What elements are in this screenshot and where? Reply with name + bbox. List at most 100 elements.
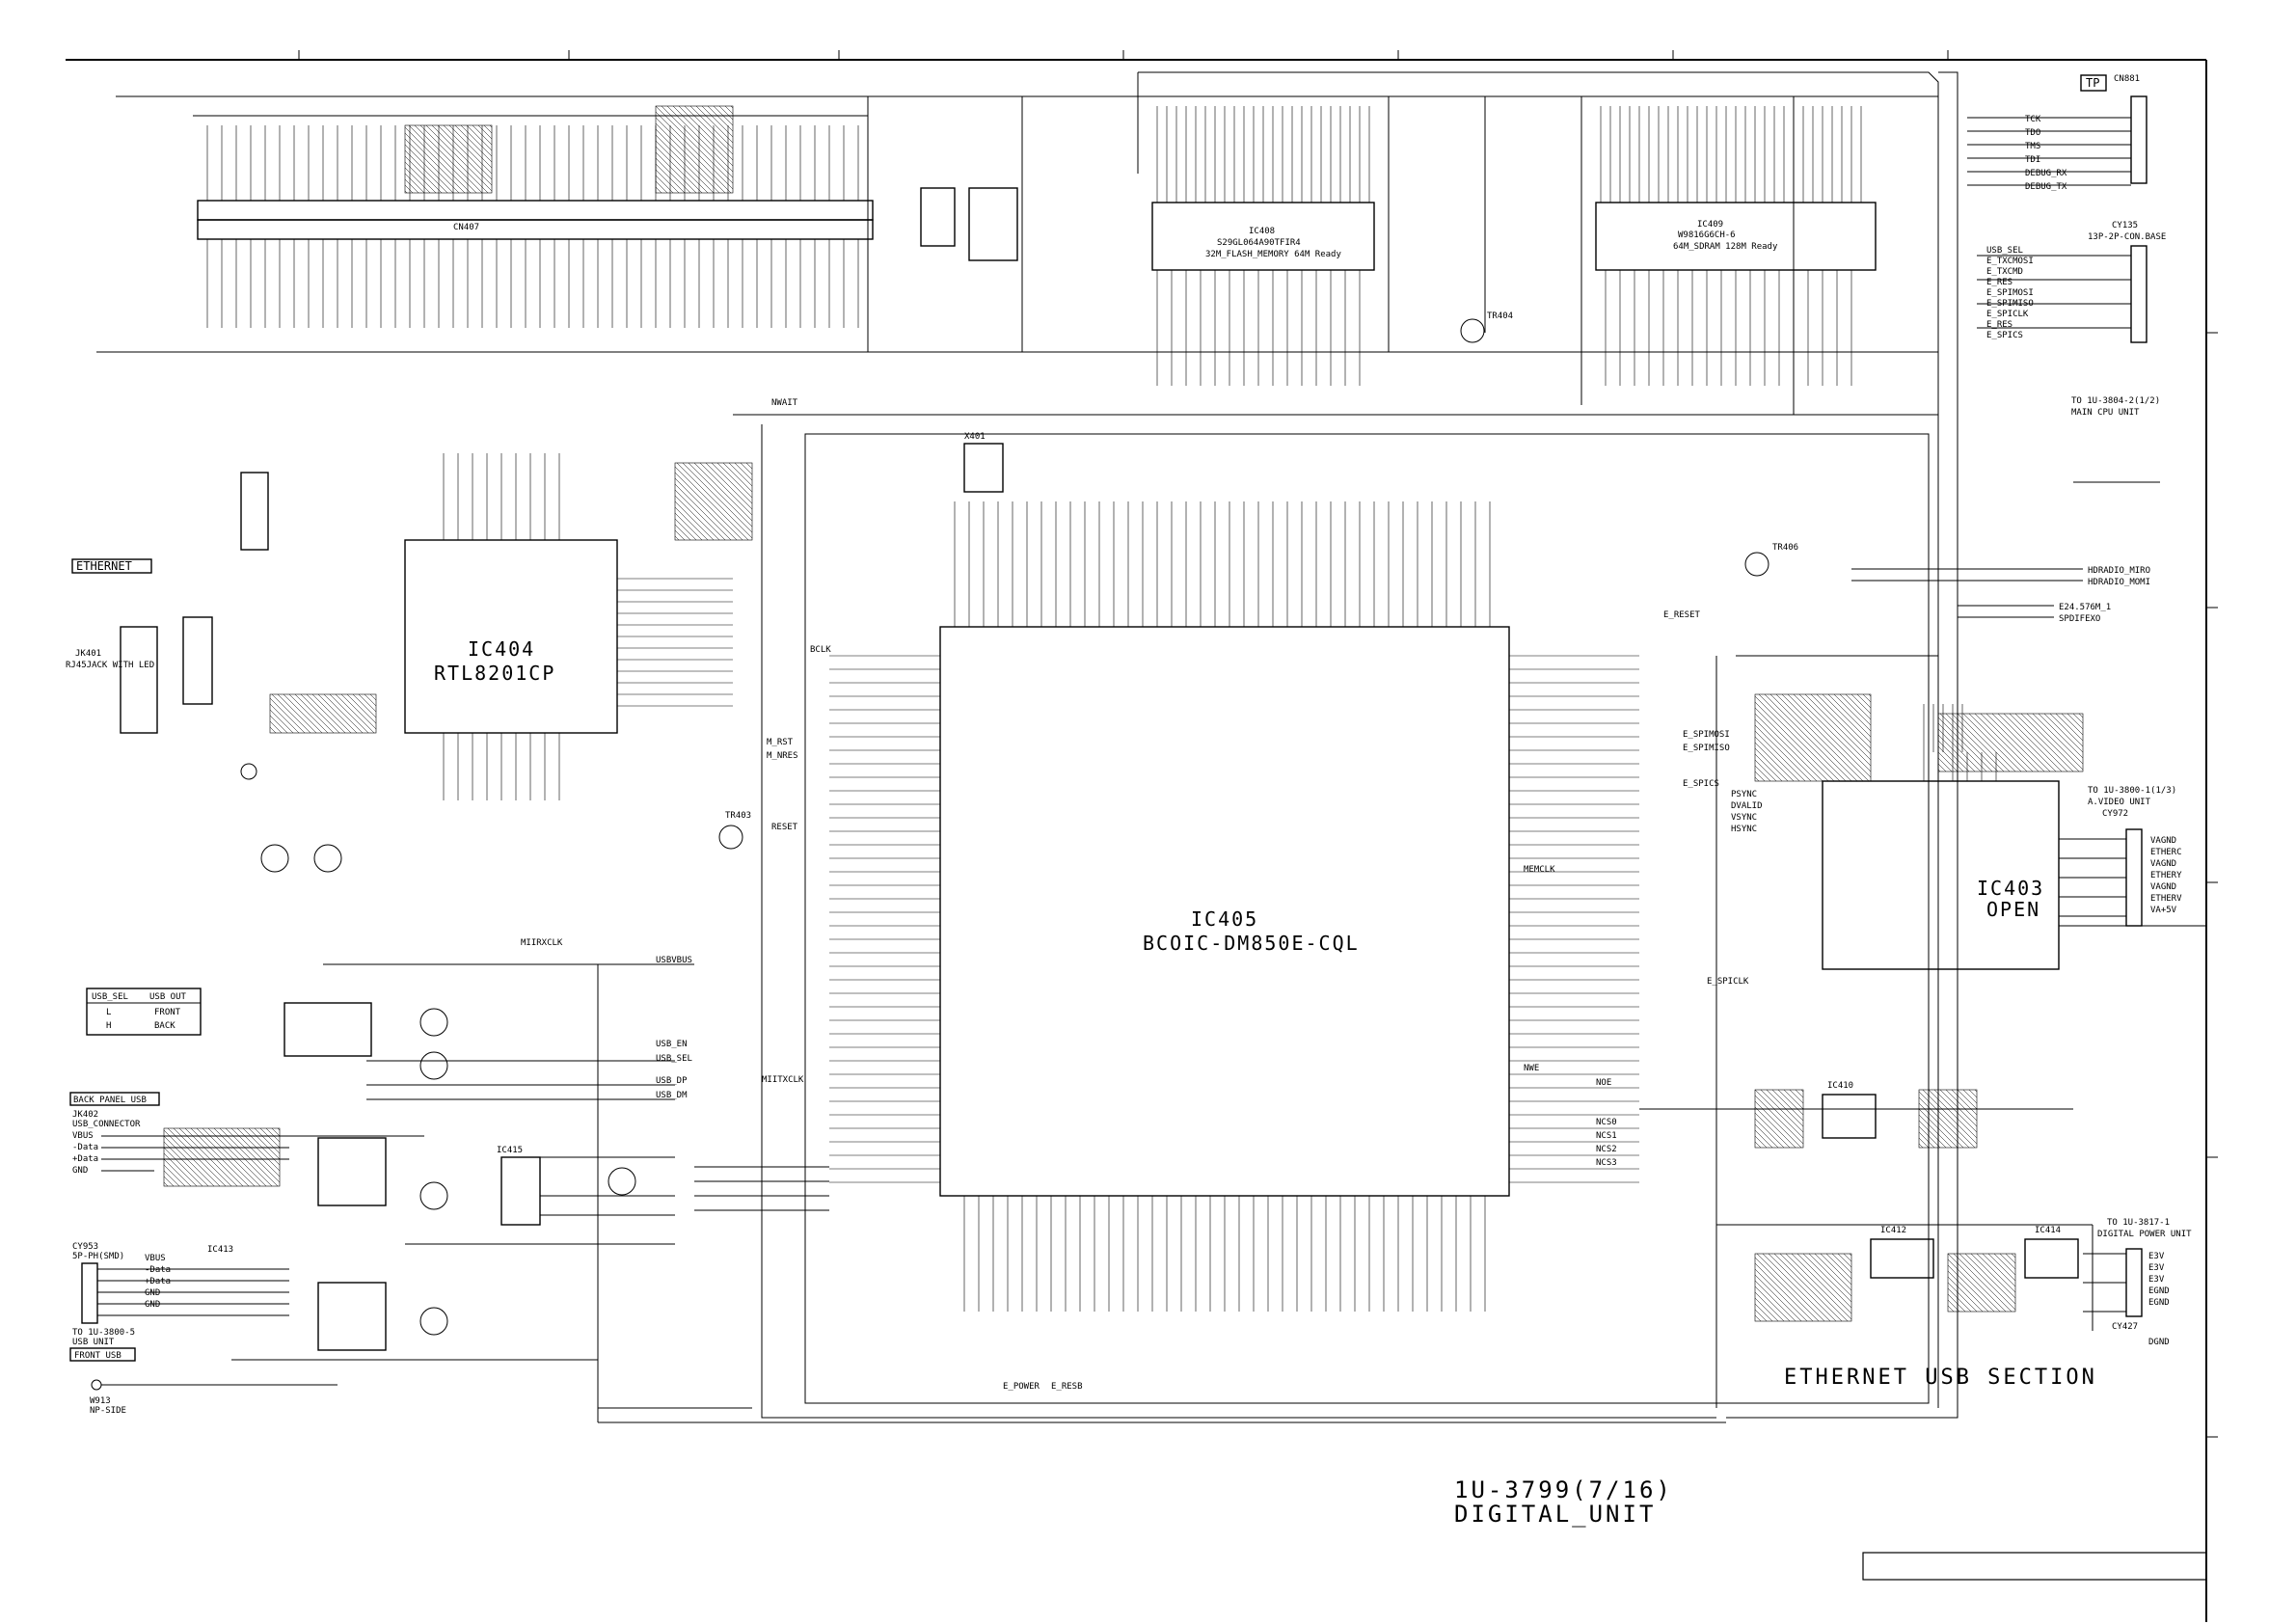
net-label-20: NCS1 [1596,1131,1617,1141]
tr406-transistor: TR406 [1744,543,1798,577]
usb-table-r1c0: H [106,1021,111,1031]
unit-name: DIGITAL_UNIT [1454,1501,1656,1528]
usb-front-pin-3: GND [145,1288,160,1298]
ic408-flash: IC408 S29GL064A90TFIR4 32M_FLASH_MEMORY … [1151,106,1375,386]
ic404-phy: IC404 RTL8201CP [404,453,753,800]
power-pin-5: DGND [2148,1338,2170,1347]
usb-front-pin-0: VBUS [145,1254,166,1263]
net-label-10: MIITXCLK [762,1075,804,1085]
net-label-22: NCS3 [1596,1158,1617,1168]
net-label-23: PSYNC [1731,790,1757,799]
main-cpu-pin-1: E_TXCMOSI [1986,257,2034,266]
tr403-transistor: TR403 [718,811,751,850]
ic408-ref: IC408 [1249,227,1275,236]
ic405-soc: IC405 BCOIC-DM850E-CQL [829,501,1639,1312]
sheet-border [66,50,2218,1622]
tp-label: TP [2086,76,2099,90]
ic408-note: 32M_FLASH_MEMORY 64M Ready [1205,250,1341,259]
title-block-box [1862,1552,2207,1581]
cy135-unit: MAIN CPU UNIT [2071,408,2140,418]
video-pin-1: ETHERC [2150,848,2182,857]
main-bus-traces [96,71,1958,1423]
ic409-note: 64M_SDRAM 128M Ready [1673,242,1778,252]
tr404-transistor: TR404 [1460,311,1513,343]
net-label-7: M_RST [767,738,794,747]
front-usb-label: FRONT USB [74,1351,122,1361]
spdif-pin-1: SPDIFEXO [2059,614,2100,624]
power-pin-1: E3V [2148,1263,2165,1273]
cy953-to: TO 1U-3800-5 [72,1328,135,1338]
main-cpu-pin-8: E_SPICS [1986,331,2023,340]
cy972-ref: CY972 [2102,809,2128,819]
ethernet-label: ETHERNET [76,559,132,573]
net-label-1: USB_EN [656,1040,688,1049]
power-pin-2: E3V [2148,1275,2165,1285]
net-label-18: NWE [1524,1064,1539,1073]
video-pin-0: VAGND [2150,836,2176,846]
tr403-ref: TR403 [725,811,751,821]
main-cpu-pin-3: E_RES [1986,278,2012,287]
usb-table-header-0: USB_SEL [92,992,128,1002]
cy972-connector: TO 1U-3800-1(1/3) A.VIDEO UNIT CY972 VAG… [2059,786,2182,927]
back-usb-label: BACK PANEL USB [73,1096,147,1105]
tp-pin-1: TDO [2025,128,2040,138]
main-cpu-pin-0: USB_SEL [1986,246,2023,256]
net-label-13: E_SPIMISO [1683,744,1730,753]
jk402-ref: JK402 [72,1110,98,1120]
video-pin-4: VAGND [2150,882,2176,892]
jk401-ref: JK401 [75,649,101,659]
cy135-ref: CY135 [2112,221,2138,230]
ic412-ic414: IC412 IC414 [1754,1226,2079,1322]
net-label-2: USBVBUS [656,956,692,965]
net-labels: USB_SEL USB_EN USBVBUS USB_DP USB_DM NWA… [521,398,1763,1392]
cy427-unit: DIGITAL POWER UNIT [2097,1230,2192,1239]
ic412-ref: IC412 [1880,1226,1906,1235]
main-cpu-pin-4: E_SPIMOSI [1986,288,2034,298]
usb-back-pin-1: -Data [72,1143,98,1152]
ic405-ref: IC405 [1191,907,1258,931]
tr404-ref: TR404 [1487,311,1513,321]
ic414-ref: IC414 [2035,1226,2061,1235]
net-label-29: E_RESB [1051,1382,1083,1392]
net-label-8: M_NRES [767,751,798,761]
cn407-label: CN407 [453,223,479,232]
ic409-sdram: IC409 W9816G6CH-6 64M_SDRAM 128M Ready [1595,106,1877,386]
cy135-connector: CY135 13P-2P-CON.BASE TO 1U-3804-2(1/2) … [1977,221,2166,418]
ic403-part: OPEN [1986,898,2040,921]
cy427-ref: CY427 [2112,1322,2138,1332]
net-label-16: MEMCLK [1524,865,1555,875]
usb-back-pin-2: +Data [72,1154,98,1164]
net-label-9: RESET [771,823,798,832]
cy427-to: TO 1U-3817-1 [2107,1218,2170,1228]
net-label-19: NCS0 [1596,1118,1617,1127]
hdradio-pin-0: HDRADIO_MIRO [2088,566,2150,576]
tr406-ref: TR406 [1772,543,1798,553]
usb-mux: IC415 [284,1002,541,1226]
tp-pin-2: TMS [2025,142,2040,151]
net-label-11: MIIRXCLK [521,938,563,948]
cy972-to: TO 1U-3800-1(1/3) [2088,786,2176,796]
top-bus-lines [116,72,1938,415]
ic408-part: S29GL064A90TFIR4 [1217,238,1301,248]
ic403-ref: IC403 [1977,877,2044,900]
usb-table-r0c0: L [106,1008,111,1017]
usb-table-r1c1: BACK [154,1021,176,1031]
net-label-6: BCLK [810,645,831,655]
jk401-desc: RJ45JACK WITH LED [66,661,154,670]
ic410-ref: IC410 [1827,1081,1853,1091]
ic405-part: BCOIC-DM850E-CQL [1143,932,1360,955]
tp-pin-5: DEBUG_TX [2025,182,2067,192]
main-cpu-pin-2: E_TXCMD [1986,267,2023,277]
power-pin-4: EGND [2148,1298,2170,1308]
net-label-21: NCS2 [1596,1145,1617,1154]
cy427-connector: TO 1U-3817-1 DIGITAL POWER UNIT E3V E3V … [2083,1218,2192,1347]
tp-section: TP CN881 TCK TDO TMS TDI DEBUG_RX DEBUG_… [1967,74,2147,192]
cy953-unit: USB UNIT [72,1338,115,1347]
drawing-number: 1U-3799(7/16) [1454,1476,1673,1503]
net-label-5: NWAIT [771,398,798,408]
back-panel-usb: BACK PANEL USB JK402 USB_CONNECTOR VBUS … [69,1092,636,1255]
x401-ref: X401 [964,432,986,442]
section-title: ETHERNET USB SECTION [1784,1366,2097,1390]
video-pin-2: VAGND [2150,859,2176,869]
